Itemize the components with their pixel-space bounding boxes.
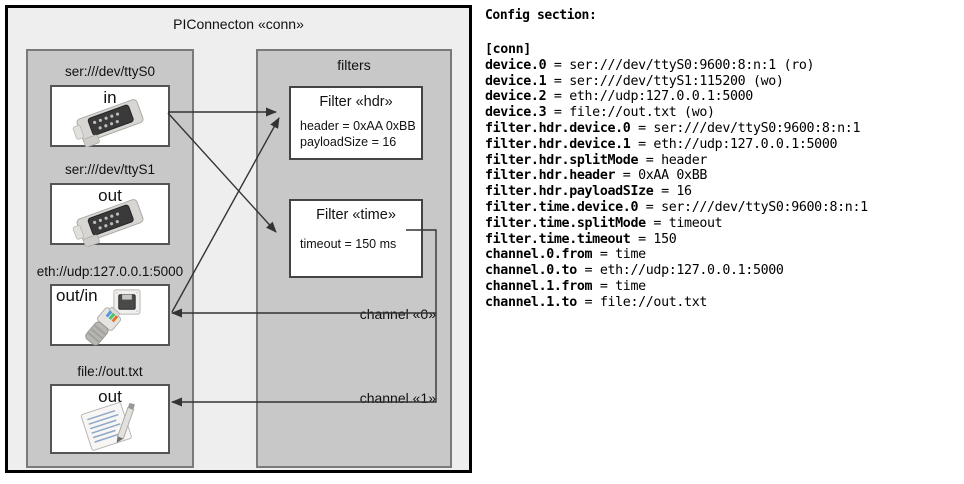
config-value: = ser:///dev/ttyS0:9600:8:n:1 (ro) [546,57,815,73]
device-node-file[interactable]: out [50,384,170,454]
config-key: filter.hdr.device.0 [485,120,631,136]
config-value: = 16 [653,184,692,200]
filter-title-time: Filter «time» [316,207,396,223]
filters-panel: filters Filter «hdr» header = 0xAA 0xBB … [256,49,452,468]
config-line: channel.1.to = file://out.txt [485,295,868,311]
text-file-icon [80,402,135,451]
config-line: [conn] [485,42,868,58]
config-key: [conn] [485,42,531,57]
config-key: device.3 [485,105,547,121]
config-key: channel.1.to [485,294,577,310]
serial-port-icon [72,99,144,147]
config-value: = eth://udp:127.0.0.1:5000 [576,263,784,279]
config-key: filter.time.device.0 [485,199,639,215]
device-direction-ttys0: in [103,88,117,107]
config-line: filter.hdr.header = 0xAA 0xBB [485,168,868,184]
filter-attr-payloadsize: payloadSize = 16 [300,135,397,149]
config-value: = time [592,278,646,294]
config-line: channel.0.to = eth://udp:127.0.0.1:5000 [485,263,868,279]
config-line: device.3 = file://out.txt (wo) [485,105,868,121]
config-key: channel.0.from [485,247,593,263]
config-key: filter.hdr.payloadSIze [485,184,654,200]
config-heading: Config section: [485,8,597,23]
channel-label-1: channel «1» [359,390,436,406]
config-key: channel.1.from [485,278,593,294]
filter-attr-timeout: timeout = 150 ms [300,237,397,251]
config-text-block: [conn]device.0 = ser:///dev/ttyS0:9600:8… [485,42,868,311]
device-node-ttys0[interactable]: in [50,85,170,147]
device-label-file: file://out.txt [77,364,143,379]
config-key: filter.hdr.header [485,168,616,184]
config-line: channel.1.from = time [485,279,868,295]
config-line: channel.0.from = time [485,247,868,263]
config-key: device.0 [485,57,547,73]
device-label-eth: eth://udp:127.0.0.1:5000 [36,264,184,279]
config-value: = file://out.txt [576,294,708,310]
config-line: filter.time.splitMode = timeout [485,216,868,232]
device-label-ttys0: ser:///dev/ttyS0 [64,64,156,79]
ethernet-jack-icon [85,289,141,346]
filter-title-hdr: Filter «hdr» [319,94,393,110]
config-key: filter.hdr.device.1 [485,136,631,152]
config-line: filter.hdr.splitMode = header [485,153,868,169]
config-line: device.0 = ser:///dev/ttyS0:9600:8:n:1 (… [485,58,868,74]
config-value: = eth://udp:127.0.0.1:5000 [546,89,753,105]
config-value: = header [638,152,708,168]
piconnector-outer-frame: PIConnecton «conn» ser:///dev/ttyS0 in [5,5,472,473]
config-key: device.2 [485,89,547,105]
filter-node-time[interactable]: Filter «time» timeout = 150 ms [289,199,423,278]
config-section: Config section: [conn]device.0 = ser:///… [483,0,964,484]
config-value: = ser:///dev/ttyS0:9600:8:n:1 [638,199,868,215]
config-line: device.2 = eth://udp:127.0.0.1:5000 [485,89,868,105]
config-line: filter.hdr.payloadSIze = 16 [485,184,868,200]
device-direction-file: out [98,387,122,406]
config-key: filter.hdr.splitMode [485,152,639,168]
filter-attr-header: header = 0xAA 0xBB [300,119,416,133]
config-value: = 0xAA 0xBB [615,168,708,184]
config-line: filter.hdr.device.1 = eth://udp:127.0.0.… [485,137,868,153]
channel-label-0: channel «0» [359,306,436,322]
config-value: = ser:///dev/ttyS1:115200 (wo) [546,73,784,89]
filters-panel-title: filters [337,57,371,73]
devices-panel: ser:///dev/ttyS0 in [26,49,194,468]
diagram-title: PIConnecton «conn» [173,16,304,32]
device-direction-eth: out/in [56,286,98,305]
device-direction-ttys1: out [98,186,122,205]
config-value: = file://out.txt (wo) [546,105,715,121]
device-label-ttys1: ser:///dev/ttyS1 [64,162,156,177]
config-key: filter.time.splitMode [485,215,646,231]
device-node-ttys1[interactable]: out [50,183,170,247]
config-value: = ser:///dev/ttyS0:9600:8:n:1 [630,120,861,136]
serial-port-icon [72,199,144,247]
device-node-eth[interactable]: out/in [50,284,170,346]
filter-node-hdr[interactable]: Filter «hdr» header = 0xAA 0xBB payloadS… [289,86,423,160]
config-line: filter.time.device.0 = ser:///dev/ttyS0:… [485,200,868,216]
config-key: channel.0.to [485,263,577,279]
config-value: = eth://udp:127.0.0.1:5000 [630,136,838,152]
config-line: filter.time.timeout = 150 [485,232,868,248]
config-value: = timeout [645,215,723,231]
config-line: filter.hdr.device.0 = ser:///dev/ttyS0:9… [485,121,868,137]
config-key: device.1 [485,73,547,89]
config-key: filter.time.timeout [485,231,631,247]
config-value: = time [592,247,646,263]
config-line: device.1 = ser:///dev/ttyS1:115200 (wo) [485,74,868,90]
config-value: = 150 [630,231,677,247]
